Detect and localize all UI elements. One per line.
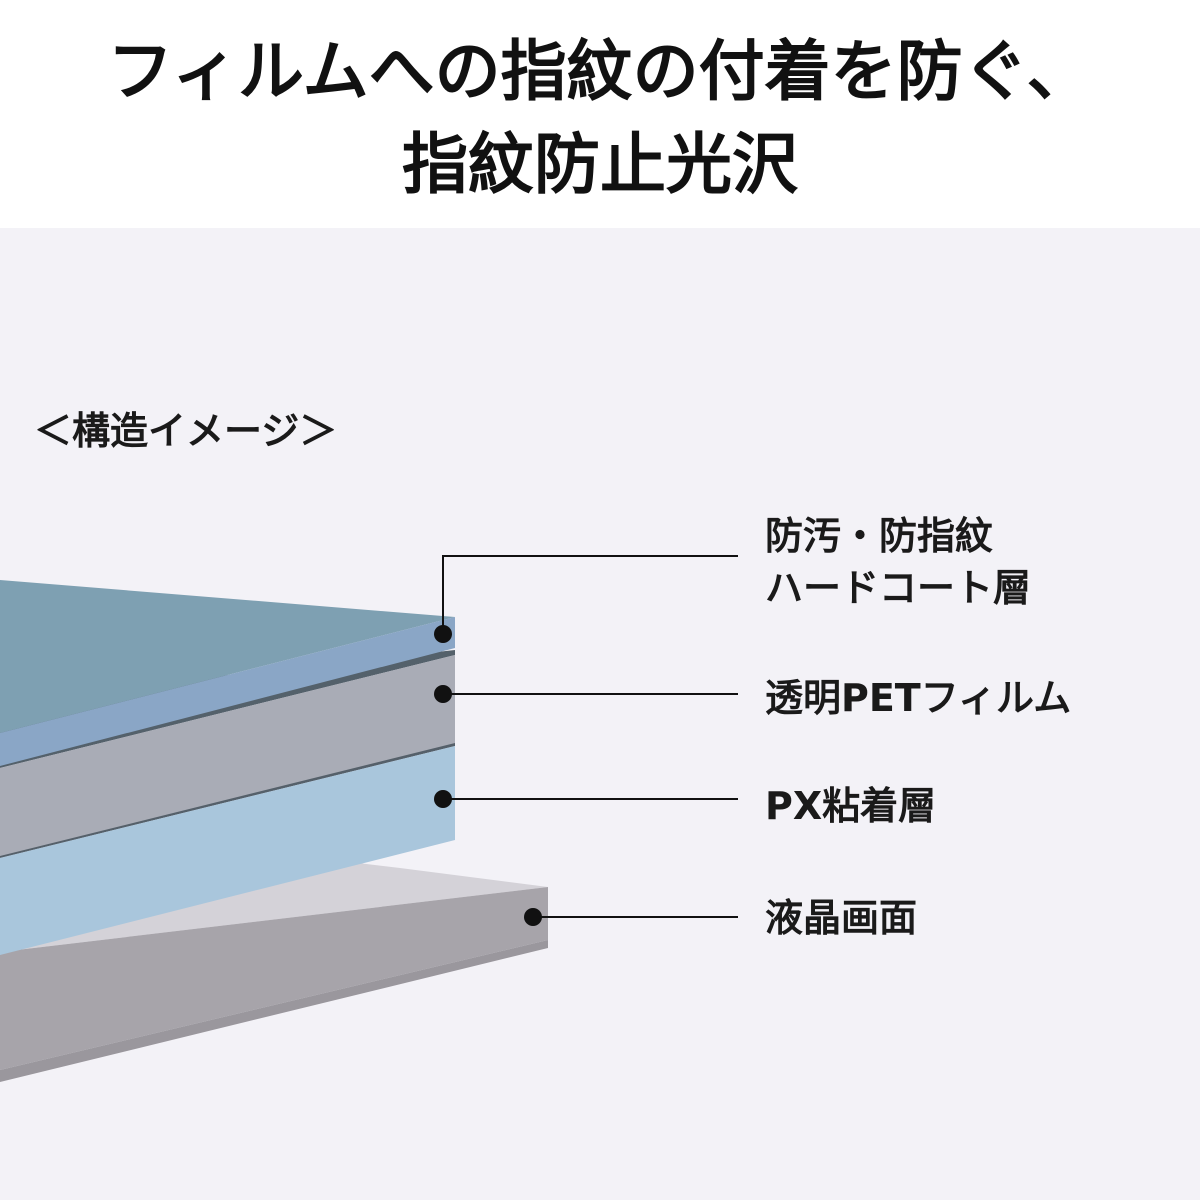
hardcoat-side-face xyxy=(0,617,455,766)
layer-label-pet-line-1: 透明PETフィルム xyxy=(765,676,1072,720)
callout-dot-adhesive xyxy=(434,790,452,808)
layer-label-lcd-line-1: 液晶画面 xyxy=(765,896,918,940)
adhesive-side-face xyxy=(0,746,455,955)
lcd-bottom-shadow xyxy=(0,940,548,1082)
layer-label-hardcoat-line-2: ハードコート層 xyxy=(765,566,1032,610)
header: フィルムへの指紋の付着を防ぐ、 指紋防止光沢 xyxy=(0,0,1200,228)
layer-label-hardcoat-line-1: 防汚・防指紋 xyxy=(765,514,994,558)
pet-side-face xyxy=(0,655,455,856)
title-line-1: フィルムへの指紋の付着を防ぐ、 xyxy=(107,33,1093,110)
layer-label-lcd: 液晶画面 xyxy=(765,892,917,944)
callout-dot-lcd xyxy=(524,908,542,926)
layer-label-adhesive-line-1: PX粘着層 xyxy=(765,784,937,828)
lcd-side-face xyxy=(0,887,548,1070)
callout-line-hardcoat xyxy=(442,555,738,634)
layer-label-hardcoat: 防汚・防指紋 ハードコート層 xyxy=(765,510,1031,614)
callout-dot-hardcoat xyxy=(434,625,452,643)
title-line-2: 指紋防止光沢 xyxy=(402,126,798,203)
callout-dot-pet xyxy=(434,685,452,703)
hardcoat-top-face xyxy=(0,580,455,733)
pet-top-face xyxy=(0,650,455,768)
layer-label-pet: 透明PETフィルム xyxy=(765,672,1071,724)
layer-label-adhesive: PX粘着層 xyxy=(765,780,936,832)
section-label: ＜構造イメージ＞ xyxy=(34,409,338,453)
